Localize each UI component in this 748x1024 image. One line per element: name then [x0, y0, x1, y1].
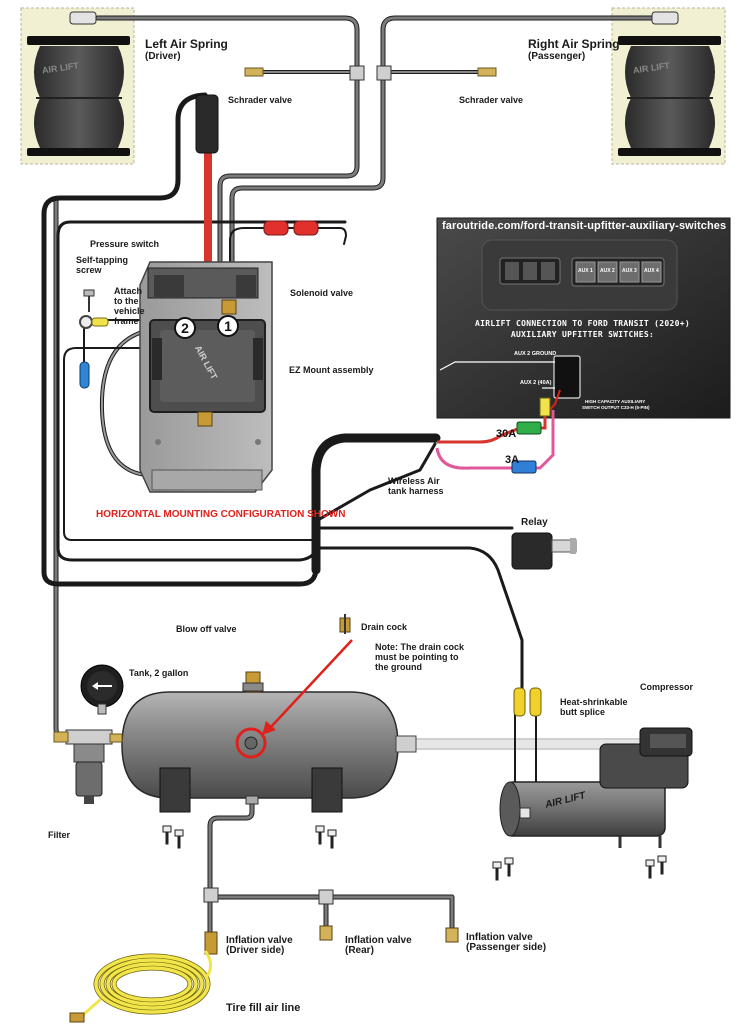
harness-connector	[195, 94, 219, 154]
filter-label: Filter	[48, 830, 71, 840]
relay-label: Relay	[521, 517, 548, 528]
ez-mount-label: EZ Mount assembly	[289, 365, 374, 375]
inset-aux2-40a: AUX 2 (40A)	[520, 380, 552, 386]
attach-label-3: vehicle	[114, 306, 145, 316]
left-air-spring	[20, 7, 135, 165]
pressure-switch-label: Pressure switch	[90, 239, 160, 249]
tire-fill-coil	[69, 950, 213, 1023]
port-2-marker: 2	[174, 317, 196, 339]
port-1-marker: 1	[217, 315, 239, 337]
filter	[53, 729, 123, 804]
fuse-30a-label: 30A	[496, 428, 517, 440]
blue-butt-splice	[79, 361, 90, 389]
wireless-harness-label-2: tank harness	[388, 486, 444, 496]
tank	[121, 671, 417, 813]
self-tapping-label-1: Self-tapping	[76, 255, 128, 265]
drain-note-2: must be pointing to	[375, 652, 459, 662]
inset-photo	[436, 217, 731, 419]
blow-off-valve-label: Blow off valve	[176, 624, 237, 634]
right-air-spring-title: Right Air Spring	[528, 37, 620, 51]
schrader-valves	[244, 65, 497, 81]
inset-title-2: AUXILIARY UPFITTER SWITCHES:	[510, 330, 655, 339]
inset-title-1: AIRLIFT CONNECTION TO FORD TRANSIT (2020…	[475, 319, 690, 328]
drain-note-3: the ground	[375, 662, 422, 672]
heat-shrink-label-2: butt splice	[560, 707, 606, 717]
inflation-passenger-label-2: (Passenger side)	[466, 942, 547, 953]
fuse-holders	[435, 397, 555, 474]
drain-pointer-arrowhead	[262, 721, 276, 735]
solenoid-valve-label: Solenoid valve	[290, 288, 354, 298]
heat-shrink-label-1: Heat-shrinkable	[560, 697, 628, 707]
schrader-valve-right-label: Schrader valve	[459, 95, 524, 105]
inline-fuse	[260, 220, 330, 236]
inset-url: faroutride.com/ford-transit-upfitter-aux…	[442, 220, 727, 232]
right-air-spring-subtitle: (Passenger)	[528, 51, 586, 62]
drain-cock-label: Drain cock	[361, 622, 408, 632]
inflation-rear-label-1: Inflation valve	[345, 935, 412, 946]
tank-label: Tank, 2 gallon	[129, 668, 189, 678]
heat-shrink-splices	[513, 687, 542, 717]
wireless-harness-label-1: Wireless Air	[388, 476, 440, 486]
ez-mount-plate	[139, 261, 273, 493]
self-tapping-label-2: screw	[76, 265, 102, 275]
drain-pointer-arrow	[269, 639, 353, 729]
inflation-valves	[203, 887, 459, 955]
mounting-bolts	[162, 825, 667, 881]
attach-label-4: frame	[114, 316, 139, 326]
drain-note-1: Note: The drain cock	[375, 642, 465, 652]
inset-aux2-ground: AUX 2 GROUND	[514, 351, 557, 357]
compressor-label: Compressor	[640, 682, 694, 692]
inset-switch-aux2: AUX 2	[600, 268, 615, 274]
left-air-spring-subtitle: (Driver)	[145, 51, 181, 62]
inflation-rear-label-2: (Rear)	[345, 945, 374, 956]
inflation-passenger-label-1: Inflation valve	[466, 932, 533, 943]
inflation-driver-label-1: Inflation valve	[226, 935, 293, 946]
inset-hc-1: HIGH CAPACITY AUXILIARY	[585, 399, 646, 404]
inflation-driver-label-2: (Driver side)	[226, 945, 285, 956]
fuse-3a-label: 3A	[505, 454, 520, 466]
tire-fill-label: Tire fill air line	[226, 1002, 301, 1014]
attach-label-2: to the	[114, 296, 139, 306]
inset-hc-2: SWITCH OUTPUT C33-H (5-PIN)	[582, 405, 650, 410]
inset-switch-aux3: AUX 3	[622, 268, 637, 274]
relay-icon	[511, 532, 577, 570]
self-tapping-screw-icon	[79, 289, 109, 329]
inset-switch-aux4: AUX 4	[644, 268, 659, 274]
compressor	[499, 727, 693, 848]
horizontal-mounting-note: HORIZONTAL MOUNTING CONFIGURATION SHOWN	[96, 509, 346, 520]
inset-switch-aux1: AUX 1	[578, 268, 593, 274]
attach-label-1: Attach	[114, 286, 143, 296]
pressure-gauge	[80, 664, 124, 715]
right-air-spring	[611, 7, 726, 165]
left-air-spring-title: Left Air Spring	[145, 37, 228, 51]
schrader-valve-left-label: Schrader valve	[228, 95, 293, 105]
spring-fittings	[69, 11, 679, 25]
wireless-harness	[311, 433, 441, 575]
drain-cock-icon	[339, 614, 351, 634]
